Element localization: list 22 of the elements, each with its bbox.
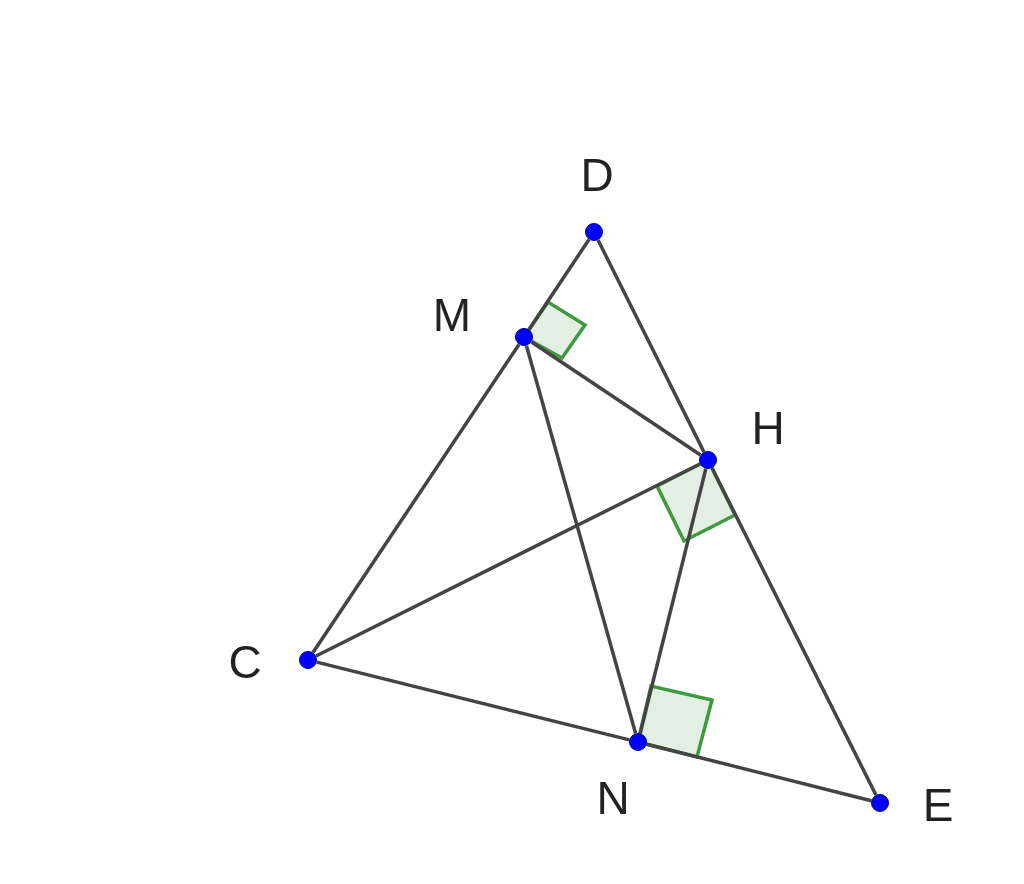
point-label: E xyxy=(922,782,954,828)
point-marker xyxy=(585,223,603,241)
line-segment xyxy=(311,343,521,654)
point-marker xyxy=(871,794,889,812)
point-label: M xyxy=(432,292,472,338)
line-segment xyxy=(316,660,630,742)
point-label: N xyxy=(596,775,630,821)
line-segment xyxy=(710,467,878,796)
line-segment xyxy=(527,238,591,331)
line-segment xyxy=(638,468,708,734)
point-label: C xyxy=(228,639,262,685)
line-segment xyxy=(596,239,706,453)
point-label: H xyxy=(751,405,785,451)
line-segment xyxy=(530,340,702,457)
line-segment xyxy=(646,742,872,803)
line-segment xyxy=(524,345,638,734)
point-label: D xyxy=(580,152,614,198)
line-segment xyxy=(315,462,701,658)
point-marker xyxy=(515,328,533,346)
point-marker xyxy=(629,733,647,751)
point-marker xyxy=(699,451,717,469)
point-marker xyxy=(299,651,317,669)
